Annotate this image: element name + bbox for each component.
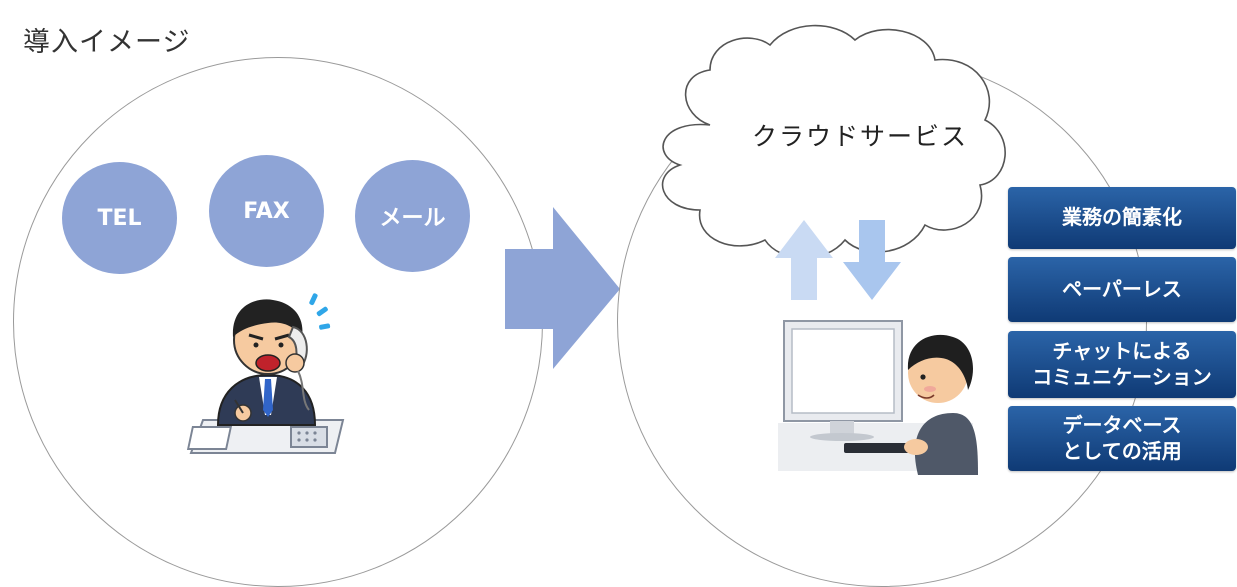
phone-worker-illustration xyxy=(186,293,345,454)
upload-arrow-icon xyxy=(775,220,833,300)
benefit-database: データベース としての活用 xyxy=(1008,406,1236,471)
cloud-label: クラウドサービス xyxy=(752,122,969,151)
pc-user-illustration xyxy=(778,320,978,475)
download-arrow-icon xyxy=(843,220,901,300)
arrow-right-icon xyxy=(505,207,620,369)
cloud-icon xyxy=(661,24,1006,259)
channel-fax: FAX xyxy=(209,155,324,267)
benefit-simplify: 業務の簡素化 xyxy=(1008,187,1236,249)
benefit-paperless: ペーパーレス xyxy=(1008,257,1236,322)
sync-arrows xyxy=(775,220,901,300)
channel-tel: TEL xyxy=(62,162,177,274)
page-title: 導入イメージ xyxy=(23,27,191,58)
channel-mail: メール xyxy=(355,160,470,272)
benefit-chat: チャットによる コミュニケーション xyxy=(1008,331,1236,398)
